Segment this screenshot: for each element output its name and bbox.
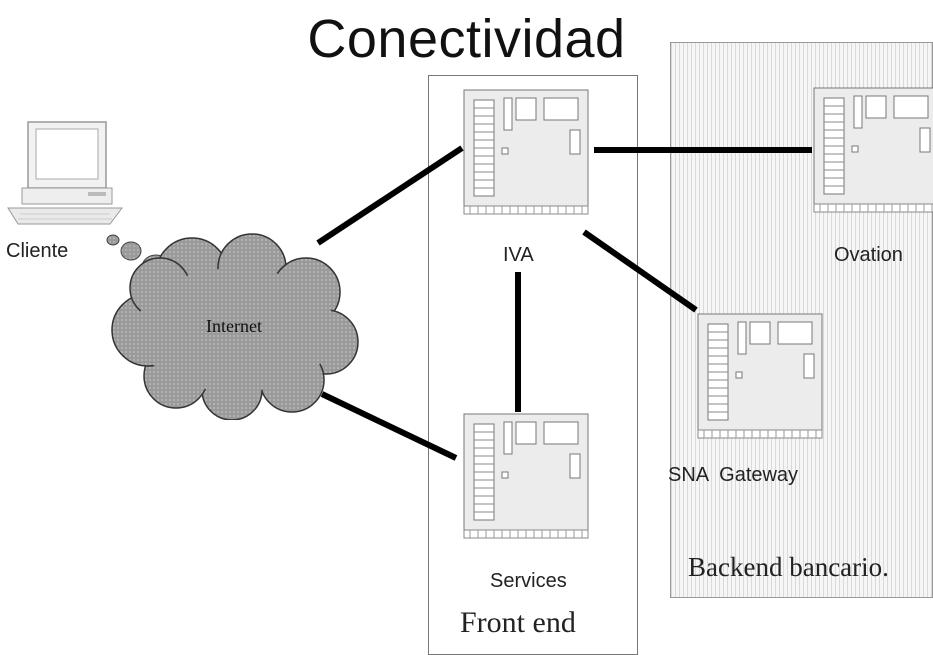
link-internet-services [320,391,458,461]
iva-label: IVA [503,244,534,266]
cliente-label: Cliente [6,240,69,262]
diagram-title: Conectividad [307,9,626,69]
link-iva-sna-gateway [582,229,698,313]
sna-gateway-label: SNA Gateway [668,464,799,486]
internet-cloud-icon [104,230,368,421]
services-label: Services [490,570,567,592]
link-internet-iva [316,145,464,246]
sna-gateway-server-icon [696,312,824,440]
iva-server-icon [462,88,590,216]
backend-zone-label: Backend bancario. [688,552,889,582]
bubble-medium [120,241,142,261]
ovation-label: Ovation [834,244,903,266]
services-server-icon [462,412,590,540]
front-end-zone-label: Front end [460,606,576,639]
bubble-small [106,234,120,246]
internet-label: Internet [206,316,262,336]
ovation-server-icon [812,86,933,214]
client-computer-icon [6,120,124,232]
